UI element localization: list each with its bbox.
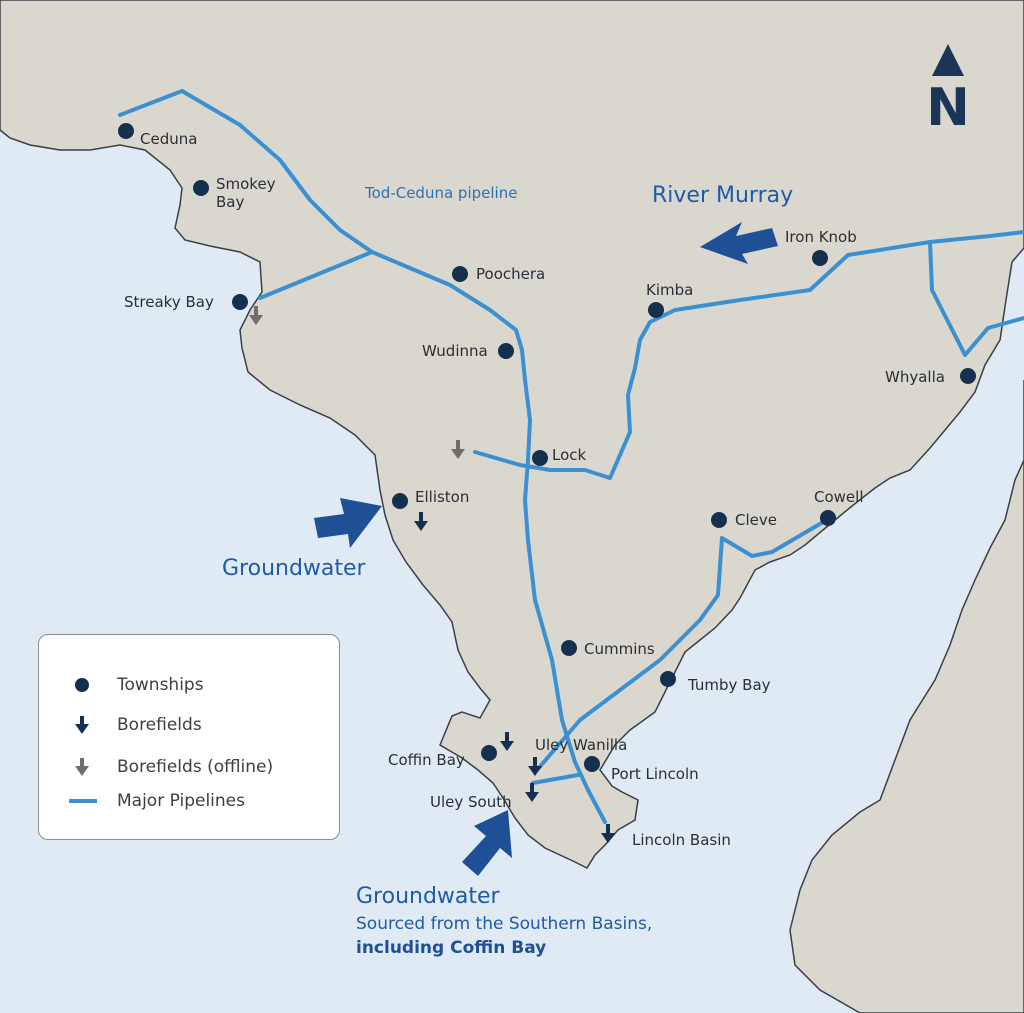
legend-item-borefields: Borefields [39, 713, 339, 737]
river-murray-label: River Murray [652, 183, 794, 208]
township-dot-whyalla [960, 368, 976, 384]
township-dot-port-lincoln [584, 756, 600, 772]
township-dot-poochera [452, 266, 468, 282]
uley-link [531, 773, 580, 785]
town-label-ceduna: Ceduna [140, 130, 198, 148]
town-label-iron-knob: Iron Knob [785, 228, 857, 246]
town-label-uley-south: Uley South [430, 793, 512, 811]
groundwater-south-subtitle-1: Sourced from the Southern Basins, [356, 914, 653, 934]
borefield-offline-icon-streaky-bay [247, 305, 265, 327]
town-label-port-lincoln: Port Lincoln [611, 765, 699, 783]
town-label-poochera: Poochera [476, 265, 546, 283]
town-label-cleve: Cleve [735, 511, 777, 529]
north-arrow-icon [932, 44, 964, 76]
borefield-icon-lincoln-basin [599, 823, 617, 845]
town-label-cowell: Cowell [814, 488, 864, 506]
cleve-cowell-pipeline [535, 516, 832, 772]
township-dot-wudinna [498, 343, 514, 359]
town-label-kimba: Kimba [646, 281, 694, 299]
legend-label: Townships [117, 675, 204, 695]
tod-ceduna-pipeline [118, 89, 607, 824]
town-label-wudinna: Wudinna [422, 342, 488, 360]
tod-ceduna-pipeline-label: Tod-Ceduna pipeline [365, 184, 518, 202]
township-dot-cummins [561, 640, 577, 656]
town-label-tumby-bay: Tumby Bay [688, 676, 771, 694]
pipeline-line-icon [69, 789, 97, 813]
borefield-icon-coffin-bay [498, 731, 516, 753]
town-label-cummins: Cummins [584, 640, 655, 658]
legend-item-townships: Townships [39, 673, 339, 697]
north-label: N [926, 78, 970, 138]
town-label-whyalla: Whyalla [885, 368, 945, 386]
township-dot-kimba [648, 302, 664, 318]
yorke-peninsula-land [789, 380, 1024, 1013]
legend-label: Borefields [117, 715, 202, 735]
map-legend: Townships Borefields Borefields (offline… [38, 634, 340, 840]
town-label-uley-wanilla: Uley Wanilla [535, 736, 628, 754]
borefield-icon-elliston [412, 511, 430, 533]
township-dot-iron-knob [812, 250, 828, 266]
whyalla-branch [928, 240, 1024, 357]
borefield-icon-uley-south [523, 782, 541, 804]
town-label-lock: Lock [552, 446, 587, 464]
township-dot-lock [532, 450, 548, 466]
township-dot-streaky-bay [232, 294, 248, 310]
town-label-lincoln-basin: Lincoln Basin [632, 831, 731, 849]
borefield-arrow-icon [69, 713, 97, 737]
borefield-icon-uley-wanilla [526, 756, 544, 778]
township-dot-smokey-bay [193, 180, 209, 196]
legend-item-borefields-offline: Borefields (offline) [39, 755, 339, 779]
legend-label: Borefields (offline) [117, 757, 274, 777]
borefield-offline-arrow-icon [69, 755, 97, 779]
streaky-bay-branch [258, 250, 374, 300]
eyre-peninsula-land [0, 0, 1024, 869]
town-label-streaky-bay: Streaky Bay [124, 293, 214, 311]
groundwater-south-label: Groundwater [356, 884, 500, 909]
township-dot-cleve [711, 512, 727, 528]
township-dot-elliston [392, 493, 408, 509]
township-dot-ceduna [118, 123, 134, 139]
borefield-offline-icon-lock [449, 439, 467, 461]
township-dot-cowell [820, 510, 836, 526]
township-dot-tumby-bay [660, 671, 676, 687]
township-dot-coffin-bay [481, 745, 497, 761]
town-label-smokey-bay: Smokey Bay [216, 175, 276, 211]
groundwater-west-label: Groundwater [222, 556, 366, 581]
major-pipelines [118, 89, 1024, 824]
legend-item-major-pipelines: Major Pipelines [39, 789, 339, 813]
legend-label: Major Pipelines [117, 791, 245, 811]
north-indicator: N [918, 40, 978, 140]
groundwater-south-subtitle-2: including Coffin Bay [356, 938, 547, 958]
town-label-elliston: Elliston [415, 488, 470, 506]
township-dot-icon [69, 673, 97, 697]
lock-borefield-branch [473, 230, 1024, 480]
town-label-coffin-bay: Coffin Bay [388, 751, 465, 769]
